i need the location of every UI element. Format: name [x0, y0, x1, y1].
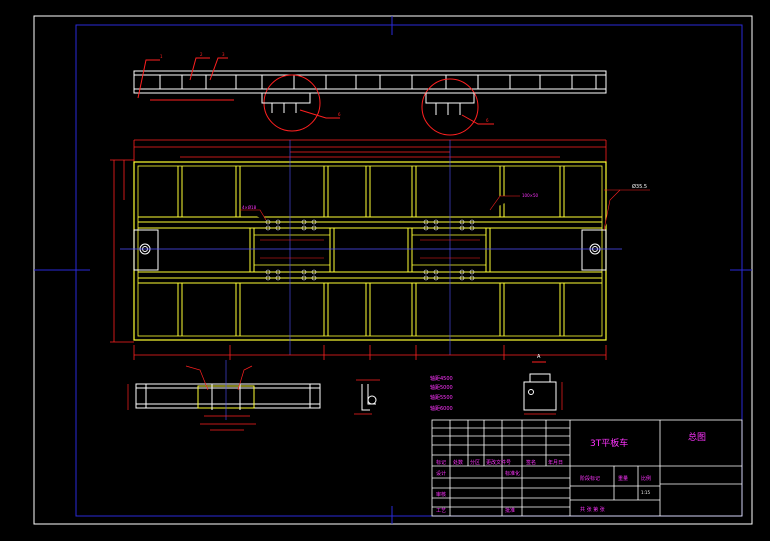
- wheel-right: [421, 78, 479, 136]
- svg-text:6: 6: [486, 118, 489, 123]
- tb-standardize: 标准化: [505, 470, 520, 477]
- note-1: 轴距4500: [430, 375, 453, 382]
- tb-weight: 重量: [618, 475, 628, 482]
- center-marks: [34, 16, 752, 524]
- tb-stage-mark: 阶段标记: [580, 475, 600, 482]
- tb-approve: 批准: [505, 507, 515, 514]
- svg-text:2: 2: [200, 52, 203, 57]
- tb-review: 审核: [436, 491, 446, 498]
- tb-process: 工艺: [436, 508, 446, 514]
- callout-right: Ø35.5: [632, 183, 647, 190]
- tb-count: 处数: [453, 459, 463, 466]
- hole-note: 4×Ø18: [242, 205, 257, 210]
- drawing-type: 总图: [688, 431, 706, 443]
- note-3: 轴距5500: [430, 394, 453, 401]
- tb-sheets: 共 张 第 张: [580, 506, 605, 513]
- detail-views: 轴距4500 轴距5000 轴距5500 轴距6000 A: [127, 354, 563, 431]
- callout-mid: 100×50: [522, 193, 539, 198]
- tb-mark: 标记: [436, 459, 446, 466]
- tb-sign: 签名: [526, 459, 536, 466]
- svg-text:3: 3: [222, 52, 225, 57]
- tb-change-doc: 更改文件号: [486, 459, 511, 466]
- tb-scale-value: 1:15: [641, 490, 650, 495]
- svg-text:1: 1: [160, 54, 163, 59]
- detail-label-a: A: [537, 354, 541, 360]
- tb-date: 年月日: [548, 459, 563, 466]
- tb-scale: 比例: [641, 475, 651, 482]
- note-4: 轴距6000: [430, 405, 453, 412]
- drawing-name: 3T平板车: [590, 437, 628, 449]
- plan-view: Ø35.5 100×50 4×Ø18: [110, 139, 650, 360]
- note-2: 轴距5000: [430, 384, 453, 391]
- svg-text:6: 6: [338, 112, 341, 117]
- tb-design: 设计: [436, 470, 446, 477]
- title-block: [431, 419, 743, 517]
- side-elevation: 1 2 3 6 6: [133, 52, 607, 136]
- tb-zone: 分区: [470, 459, 480, 466]
- inner-border: [75, 24, 743, 517]
